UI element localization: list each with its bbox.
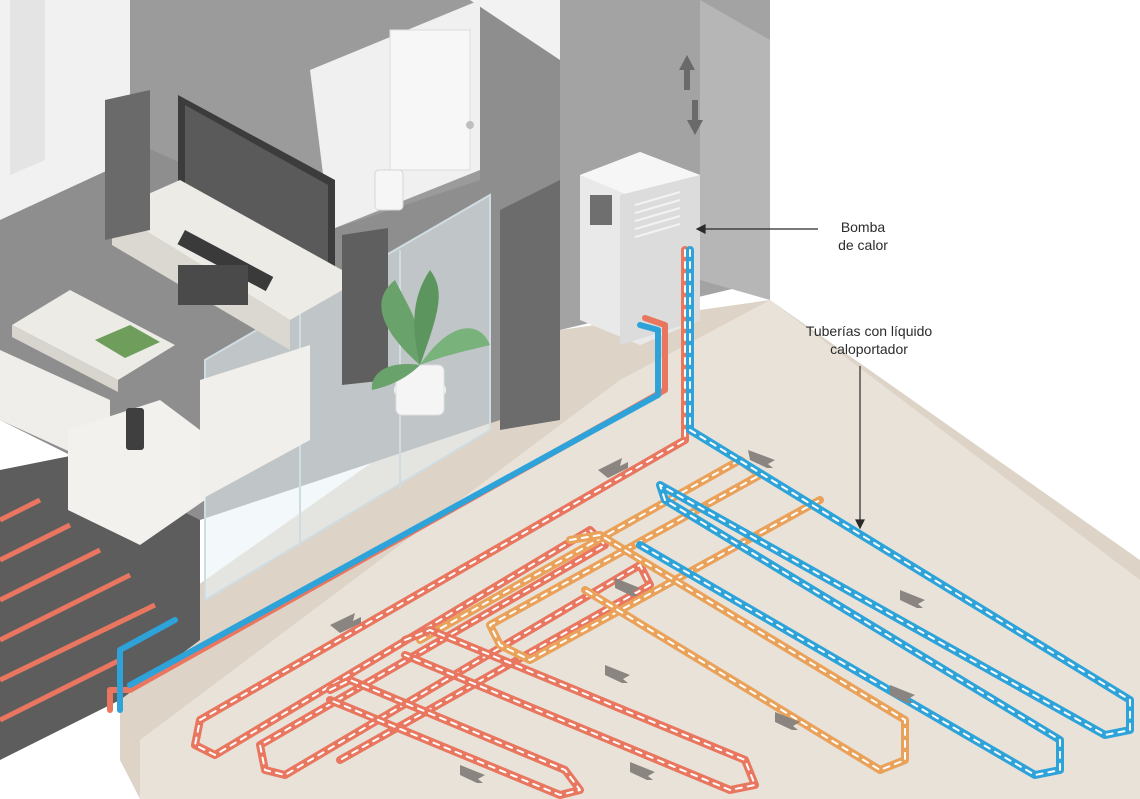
supply-pipes <box>107 315 668 713</box>
ground-loop-hot <box>191 246 689 779</box>
television-icon <box>178 95 335 285</box>
direction-arrow-icon <box>679 55 703 135</box>
pipes-label-line2: caloportador <box>830 341 908 357</box>
floor-heating-grid <box>0 497 157 723</box>
wifi-router-icon <box>374 169 404 211</box>
speaker-icon <box>105 90 388 385</box>
tv-stand <box>112 180 360 350</box>
flow-arrows <box>330 450 925 783</box>
heat-pump-label-line1: Bomba <box>840 219 886 235</box>
heat-pump-unit-icon <box>580 152 700 345</box>
ground-loop-cold <box>636 246 1134 779</box>
pipes-label-line1: Tuberías con líquido <box>805 323 933 339</box>
heat-pump-label: Bomba de calor <box>820 218 906 254</box>
smart-speaker-icon <box>126 408 144 450</box>
plant-icon <box>371 270 490 416</box>
callout-lines <box>695 224 865 530</box>
ground-loop-hot-2 <box>326 626 759 799</box>
pipes-label: Tuberías con líquido caloportador <box>786 322 952 358</box>
coffee-table-icon <box>12 290 175 392</box>
heat-pump-label-line2: de calor <box>838 237 888 253</box>
sofa-icon <box>0 345 310 545</box>
